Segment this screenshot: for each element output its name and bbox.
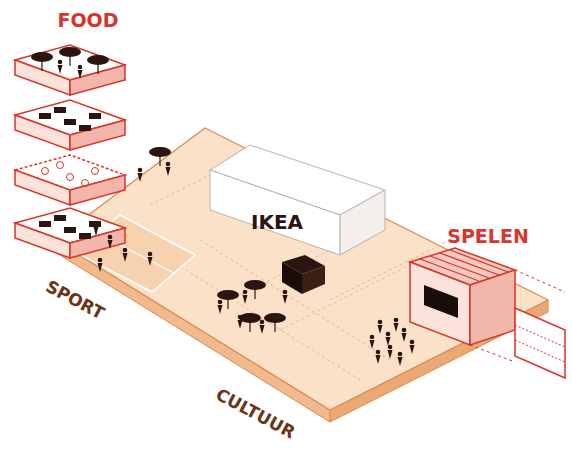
ikea-building: IKEA — [247, 208, 307, 236]
food-heading: FOOD — [53, 7, 122, 33]
ikea-side — [340, 190, 385, 255]
spelen-box — [410, 248, 565, 378]
zone-label: SPORT — [43, 276, 108, 323]
people-icons — [58, 60, 415, 366]
umbrella-icons — [31, 47, 286, 332]
platform-top — [55, 128, 548, 410]
ikea-front — [210, 170, 340, 255]
food-stack — [15, 45, 125, 258]
node-text: SPELEN — [447, 225, 529, 247]
van-icon — [282, 255, 325, 294]
sport-field — [75, 215, 195, 292]
node-text: FOOD — [57, 9, 118, 31]
node-text: IKEA — [251, 210, 303, 234]
spelen-heading: SPELEN — [443, 223, 533, 249]
